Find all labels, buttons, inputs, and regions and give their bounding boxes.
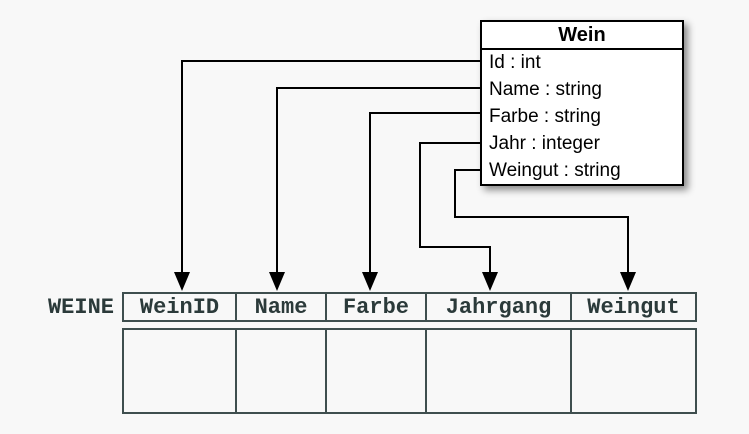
empty-cell-name	[235, 330, 325, 412]
connector-name-to-name	[276, 87, 480, 274]
arrowhead-name-icon	[269, 272, 285, 291]
arrowhead-farbe-icon	[362, 272, 378, 291]
table-empty-row	[122, 328, 697, 414]
table-header-row: WeinID Name Farbe Jahrgang Weingut	[122, 292, 697, 322]
arrowhead-jahrgang-icon	[482, 272, 498, 291]
table-name-label: WEINE	[47, 294, 114, 320]
class-attribute-name: Name : string	[489, 79, 602, 101]
connector-jahr-to-jahrgang	[419, 142, 491, 274]
connector-farbe-to-farbe	[369, 112, 480, 274]
arrowhead-weingut-icon	[620, 272, 636, 291]
column-header-name: Name	[235, 294, 325, 320]
empty-cell-weingut	[570, 330, 695, 412]
column-header-weingut: Weingut	[570, 294, 695, 320]
arrowhead-weinid-icon	[174, 272, 190, 291]
class-attribute-jahr: Jahr : integer	[489, 132, 600, 154]
class-title: Wein	[482, 22, 682, 50]
connector-id-to-weinid	[181, 60, 480, 274]
empty-cell-weinid	[124, 330, 235, 412]
connector-weingut-to-weingut	[454, 169, 629, 274]
uml-class-box-wein: Wein Id : int Name : string Farbe : stri…	[480, 20, 684, 186]
column-header-jahrgang: Jahrgang	[425, 294, 570, 320]
empty-cell-farbe	[325, 330, 425, 412]
empty-cell-jahrgang	[425, 330, 570, 412]
column-header-farbe: Farbe	[325, 294, 425, 320]
column-header-weinid: WeinID	[139, 294, 220, 320]
class-attribute-id: Id : int	[489, 52, 541, 74]
class-attribute-weingut: Weingut : string	[489, 159, 621, 181]
class-attribute-farbe: Farbe : string	[489, 105, 601, 127]
class-attributes: Id : int Name : string Farbe : string Ja…	[482, 50, 682, 184]
